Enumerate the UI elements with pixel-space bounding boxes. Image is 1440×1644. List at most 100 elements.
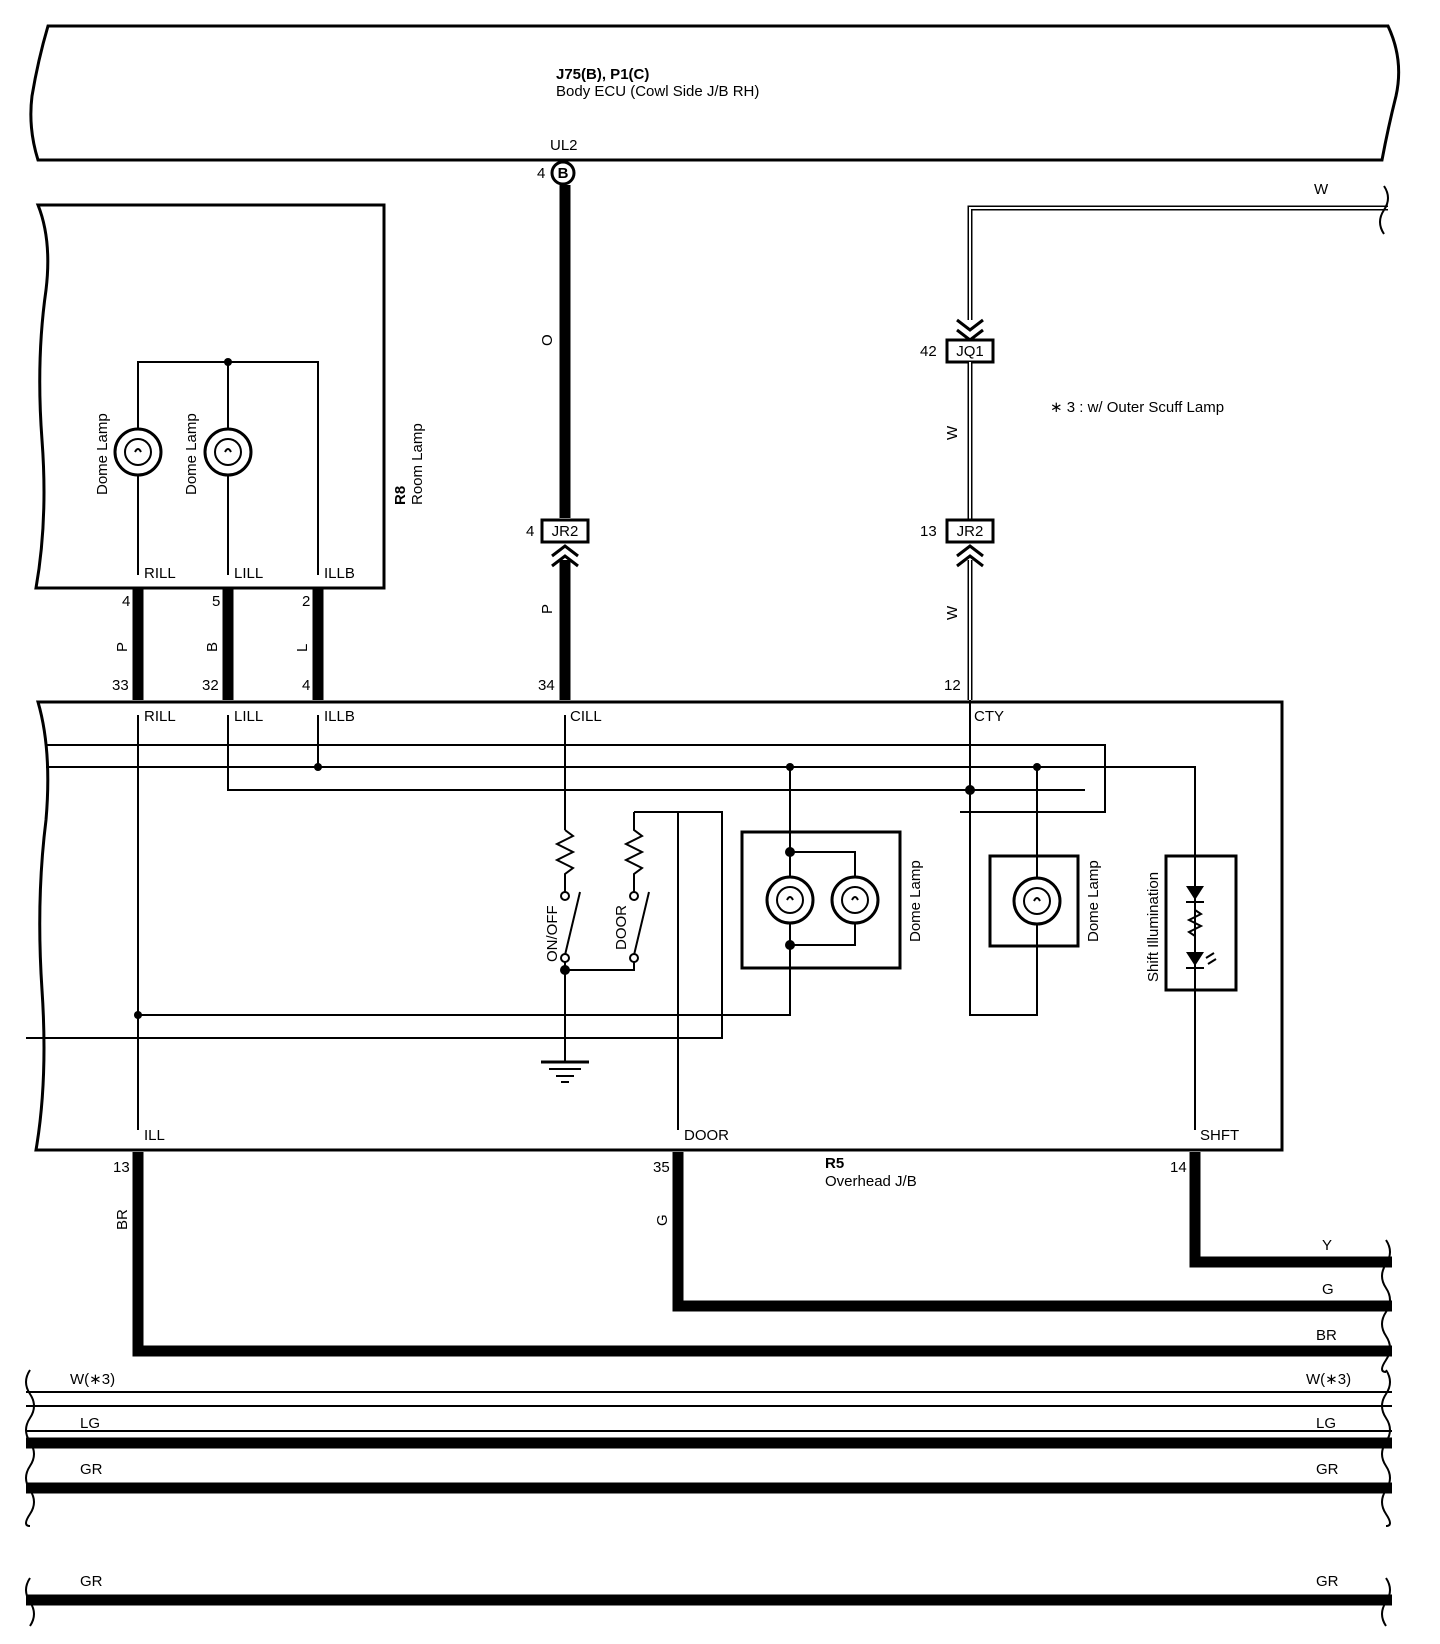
room-lamp-terminal-illb: ILLB	[324, 565, 355, 582]
jb-shift-label: Shift Illumination	[1145, 872, 1162, 982]
bus-lg-label-left: LG	[80, 1415, 100, 1432]
connector-jr2-right	[945, 518, 995, 544]
jb-internal-lill-line	[227, 715, 1085, 791]
pin-r8-illb: 2	[302, 593, 310, 610]
room-lamp-name: Room Lamp	[409, 423, 426, 505]
bus-gr-1-label-left: GR	[80, 1461, 103, 1478]
pin-r5-shft: 14	[1170, 1159, 1187, 1176]
connector-jr2-left-chevron	[551, 544, 579, 568]
wire-color-right-g: G	[1322, 1281, 1334, 1298]
pin-r5-cill: 34	[538, 677, 555, 694]
wire-door	[672, 1152, 1392, 1312]
body-ecu-pin-connector: B	[558, 165, 569, 182]
jb-lamp-pair-node-top	[785, 847, 795, 857]
jb-shift-box	[1164, 854, 1238, 992]
wire-color-lill: B	[204, 642, 221, 652]
wire-color-right-y: Y	[1322, 1237, 1332, 1254]
jb-lamp-pair-bulb-2	[830, 875, 880, 925]
body-ecu-name: Body ECU (Cowl Side J/B RH)	[556, 83, 759, 100]
overhead-jb-terminal-lill: LILL	[234, 708, 263, 725]
bus-gr-1-label-right: GR	[1316, 1461, 1339, 1478]
body-ecu-pin: 4	[537, 165, 545, 182]
overhead-jb-terminal-cty: CTY	[974, 708, 1004, 725]
jb-onoff-switch-blade	[564, 891, 581, 956]
connector-jr2-left	[540, 518, 590, 544]
jb-junction-single-lamp	[1033, 763, 1041, 771]
jb-junction-ill	[134, 1011, 142, 1019]
overhead-jb-terminal-rill: RILL	[144, 708, 176, 725]
pin-jr2-right: 13	[920, 523, 937, 540]
pin-jr2-left: 4	[526, 523, 534, 540]
room-lamp-bulb-1-label: Dome Lamp	[94, 413, 111, 495]
pin-r5-cty: 12	[944, 677, 961, 694]
jb-onoff-contact-top	[560, 891, 570, 901]
connector-jq1-label: JQ1	[956, 343, 984, 360]
overhead-jb-id: R5	[825, 1155, 844, 1172]
jb-junction-illb	[314, 763, 322, 771]
wire-color-cty-top: W	[944, 425, 961, 440]
room-lamp-id: R8	[392, 486, 409, 505]
wire-shft	[1189, 1152, 1392, 1268]
bus-break-right-gr2	[1381, 1577, 1391, 1627]
room-lamp-bulb-1	[113, 427, 163, 477]
pin-r5-ill: 13	[113, 1159, 130, 1176]
jb-lamp-pair-label: Dome Lamp	[907, 860, 924, 942]
wire-w-end-break	[1379, 185, 1389, 235]
jb-door-switch-blade	[633, 891, 650, 956]
bus-break-left-upper	[25, 1369, 35, 1527]
wire-color-w-out: W	[1314, 181, 1329, 198]
jb-internal-bus-second	[46, 766, 1196, 860]
connector-jr2-right-chevron	[956, 544, 984, 568]
jb-lamp-pair-feed	[138, 767, 791, 1016]
pin-r8-lill: 5	[212, 593, 220, 610]
overhead-jb-box	[34, 700, 1284, 1152]
note-outer-scuff-lamp: ∗ 3 : w/ Outer Scuff Lamp	[1050, 399, 1224, 416]
wire-w-out	[967, 205, 1388, 320]
wire-w-out-inner	[969, 207, 1388, 320]
room-lamp-terminal-rill: RILL	[144, 565, 176, 582]
jb-door-contact-top	[629, 891, 639, 901]
ground-icon	[541, 1060, 589, 1083]
wire-ill	[132, 1152, 1392, 1357]
jb-lamp-pair-box	[740, 830, 902, 970]
bus-gr-2-label-right: GR	[1316, 1573, 1339, 1590]
jb-lamp-pair-node-bottom	[785, 940, 795, 950]
wire-color-ill: BR	[114, 1209, 131, 1230]
jb-junction-cty	[965, 785, 975, 795]
body-ecu-connector: J75(B), P1(C)	[556, 66, 649, 83]
room-lamp-bulb-2	[203, 427, 253, 477]
overhead-jb-terminal-door: DOOR	[684, 1127, 729, 1144]
room-lamp-junction	[224, 358, 232, 366]
bus-gr-2-label-left: GR	[80, 1573, 103, 1590]
connector-jr2-left-label: JR2	[552, 523, 579, 540]
jb-lamp-single-bulb	[1012, 876, 1062, 926]
jb-switch-link	[565, 962, 635, 971]
overhead-jb-name: Overhead J/B	[825, 1173, 917, 1190]
wire-color-cty-bottom: W	[944, 605, 961, 620]
body-ecu-terminal-ul2: UL2	[550, 137, 578, 154]
pin-r8-rill: 4	[122, 593, 130, 610]
jb-door-resistor-feed	[623, 812, 645, 892]
led-icon	[1186, 886, 1217, 969]
jb-lamp-pair-bulb-1	[765, 875, 815, 925]
jb-onoff-resistor	[554, 829, 576, 892]
jb-lamp-single-box	[988, 854, 1080, 948]
jb-internal-bus-top	[46, 744, 1106, 813]
jb-switch-common-line	[26, 811, 723, 1130]
jb-junction-lamp-pair-top	[786, 763, 794, 771]
bus-w3-label-left: W(∗3)	[70, 1371, 115, 1388]
wire-color-illb: L	[294, 644, 311, 652]
jb-onoff-contact-bottom	[560, 953, 570, 963]
wire-color-rill: P	[114, 642, 131, 652]
body-ecu-pin-terminal	[550, 160, 576, 186]
wire-color-door: G	[654, 1214, 671, 1226]
pin-jq1: 42	[920, 343, 937, 360]
wire-color-right-br: BR	[1316, 1327, 1337, 1344]
pin-r5-illb: 4	[302, 677, 310, 694]
jb-door-contact-bottom	[629, 953, 639, 963]
wire-break-right-upper	[1381, 1239, 1391, 1373]
pin-r5-rill: 33	[112, 677, 129, 694]
overhead-jb-terminal-ill: ILL	[144, 1127, 165, 1144]
jb-switch-onoff-label: ON/OFF	[544, 905, 561, 962]
